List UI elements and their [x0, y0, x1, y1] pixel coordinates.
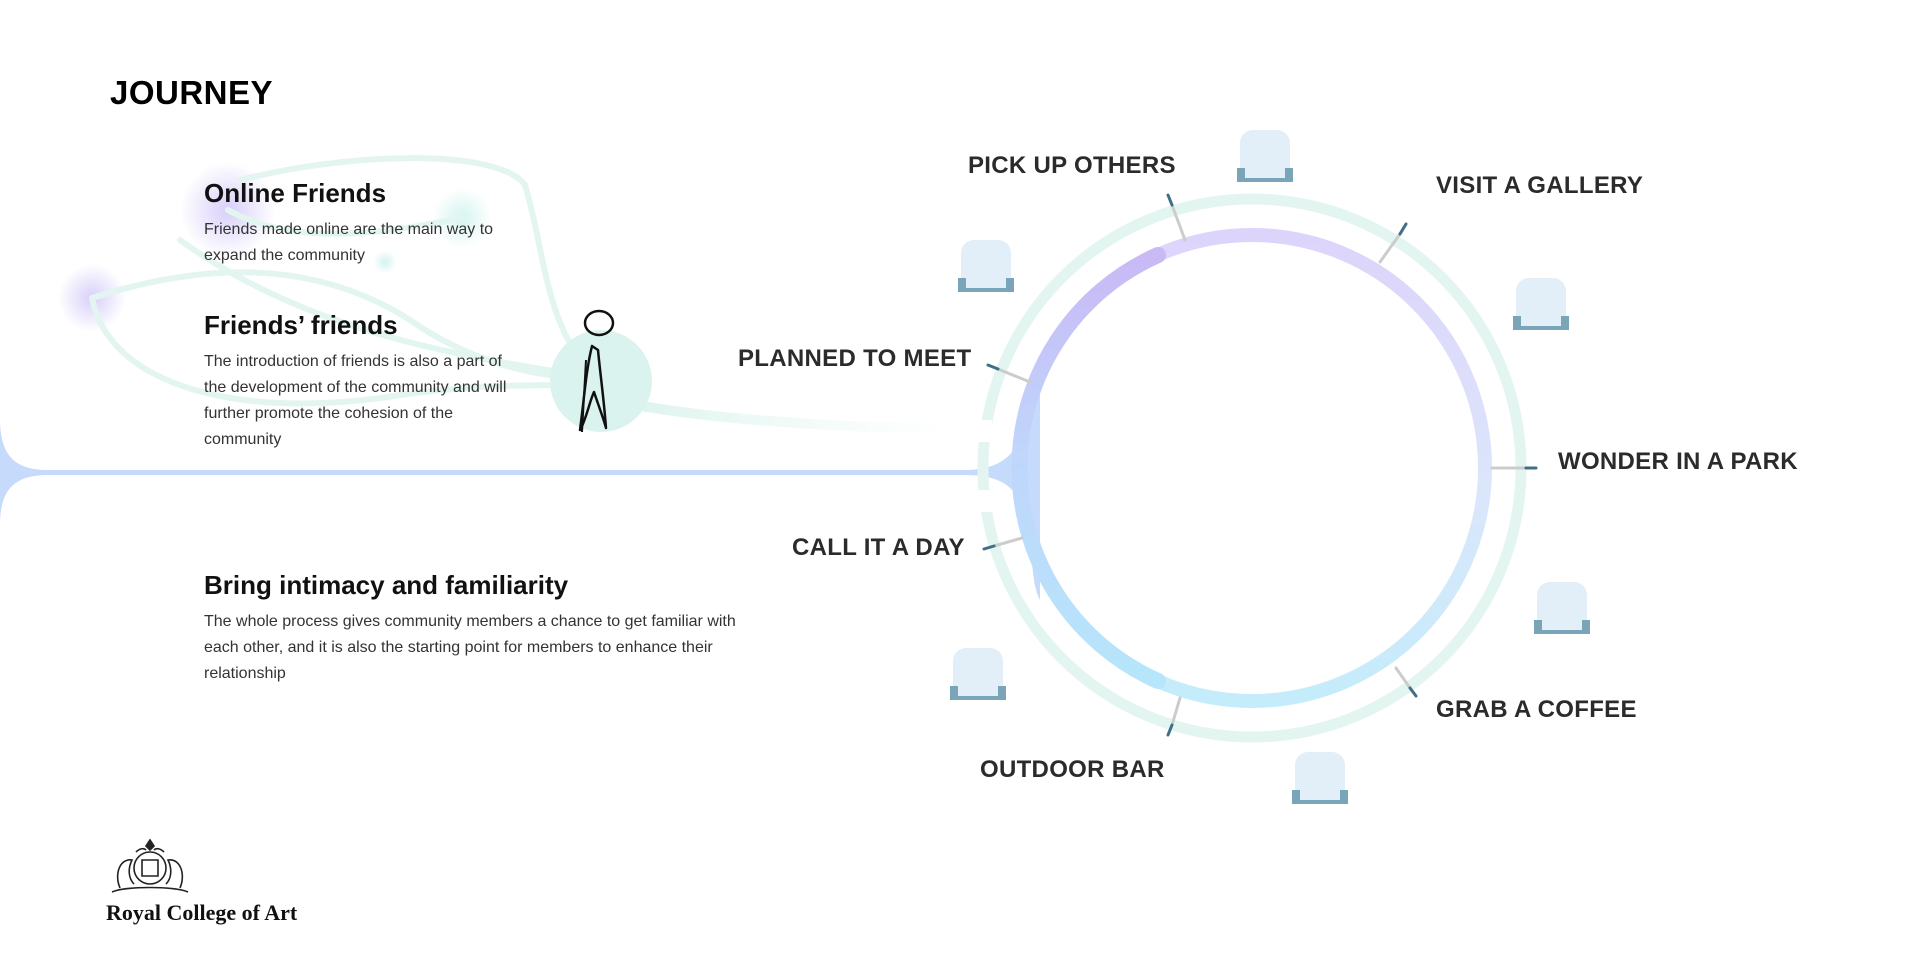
block-online-friends: Online Friends Friends made online are t… — [204, 178, 504, 269]
outer-ring — [977, 193, 1527, 743]
inner-ring-left-arc — [1011, 247, 1166, 689]
seat-icon — [958, 240, 1014, 292]
stop-label-wonder-in-a-park: WONDER IN A PARK — [1558, 448, 1798, 475]
block-heading: Bring intimacy and familiarity — [204, 570, 569, 600]
seat-icon — [1292, 752, 1348, 804]
stop-connectors — [982, 193, 1538, 737]
person-icon — [550, 309, 652, 433]
stop-label-call-it-a-day: CALL IT A DAY — [792, 534, 965, 561]
network-lines — [89, 155, 598, 407]
timeline-band — [0, 360, 1040, 600]
stop-label-outdoor-bar: OUTDOOR BAR — [980, 756, 1165, 783]
logo-wordmark: Royal College of Art — [106, 900, 298, 925]
royal-coat-of-arms-icon — [111, 838, 189, 893]
seat-icon — [1513, 278, 1569, 330]
seat-icon — [950, 648, 1006, 700]
block-intimacy: Bring intimacy and familiarity The whole… — [204, 570, 744, 687]
block-friends-friends: Friends’ friends The introduction of fri… — [204, 310, 514, 453]
rca-logo: Royal College of Art — [106, 836, 326, 926]
journey-path — [595, 393, 960, 433]
stop-label-visit-a-gallery: VISIT A GALLERY — [1436, 172, 1644, 199]
stop-label-grab-a-coffee: GRAB A COFFEE — [1436, 696, 1637, 723]
page-title: JOURNEY — [110, 74, 274, 111]
seat-icons — [950, 130, 1590, 804]
network-glow — [373, 250, 397, 274]
block-body: Friends made online are the main way to … — [204, 221, 494, 264]
block-heading: Online Friends — [204, 178, 387, 208]
block-heading: Friends’ friends — [204, 310, 398, 340]
stop-label-planned-to-meet: PLANNED TO MEET — [738, 345, 972, 372]
seat-icon — [1237, 130, 1293, 182]
block-body: The whole process gives community member… — [204, 613, 736, 682]
stop-label-pick-up-others: PICK UP OTHERS — [968, 152, 1176, 179]
seat-icon — [1534, 582, 1590, 634]
block-body: The introduction of friends is also a pa… — [204, 353, 507, 448]
